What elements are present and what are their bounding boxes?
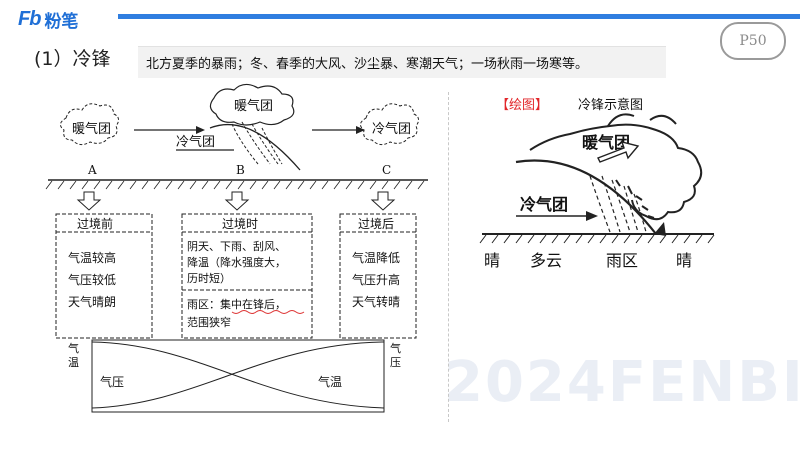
box-before-line-1: 气温较高: [68, 250, 116, 265]
rain-lines-b: [231, 121, 283, 165]
box-during: [181, 213, 313, 339]
down-arrow-c: [370, 191, 396, 211]
label-clear-right: 晴: [676, 251, 692, 270]
down-arrow-a: [76, 191, 102, 211]
draw-tag: 【绘图】: [496, 98, 549, 113]
graph-right-axis-2: 压: [390, 356, 401, 369]
box-before-line-3: 天气晴朗: [68, 294, 116, 309]
down-arrow-b: [224, 191, 250, 211]
description-box: 北方夏季的暴雨；冬、春季的大风、沙尘暴、寒潮天气；一场秋雨一场寒等。: [138, 46, 666, 78]
vertical-divider: [448, 92, 449, 422]
warm-air-label-b: 暖气团: [234, 98, 273, 114]
fenbi-logo: Fb 粉笔: [18, 7, 79, 32]
cold-front-schematic: 暖气团 冷气团 晴 多云 雨区 晴: [479, 113, 715, 270]
cloud-c: [360, 103, 420, 146]
header-bar: [118, 14, 800, 19]
box-during-title: 过境时: [222, 216, 258, 231]
box-during-line-1: 阴天、下雨、刮风、: [187, 239, 286, 253]
warm-cloud-outline: [529, 123, 703, 221]
box-before: [55, 213, 153, 339]
pressure-curve: [91, 341, 385, 409]
ground-hatch-left: [45, 180, 425, 190]
watermark: 2024FENBI: [444, 350, 800, 415]
right-caption: 冷锋示意图: [578, 98, 644, 113]
warm-air-arrow: [597, 141, 640, 163]
cloud-a: [60, 103, 120, 146]
graph-left-axis-2: 温: [68, 356, 79, 369]
box-before-line-2: 气压较低: [68, 272, 116, 287]
box-during-line-2: 降温（降水强度大，: [187, 255, 286, 269]
cold-air-label: 冷气团: [520, 195, 568, 214]
graph-left-axis-1: 气: [68, 341, 79, 355]
label-rain-area: 雨区: [606, 251, 638, 270]
cold-air-arrow-head: [586, 211, 598, 221]
warm-cloud-tufts: [607, 113, 677, 127]
arrow-a-b-head: [196, 126, 205, 134]
label-clear-left: 晴: [484, 251, 500, 270]
cold-front-symbol: [654, 222, 666, 236]
stage-b: B: [236, 163, 245, 177]
cold-front-transit-diagram: 暖气团 暖气团 冷气团 冷气团 A B C 过境前 气温较高 气压较低 天气晴朗…: [45, 83, 428, 413]
stage-c: C: [382, 163, 391, 177]
warm-air-label-a: 暖气团: [72, 121, 111, 137]
box-during-line-4: 雨区：集中在锋后，: [187, 297, 286, 311]
underline-wave: [231, 310, 305, 314]
graph-frame: [91, 339, 385, 413]
logo-brand: 粉笔: [44, 11, 79, 32]
box-after-line-3: 天气转晴: [352, 294, 400, 309]
graph-temperature-label: 气温: [318, 374, 342, 389]
box-during-line-5: 范围狭窄: [187, 315, 231, 329]
label-cloudy: 多云: [530, 251, 562, 270]
warm-air-label: 暖气团: [582, 133, 630, 152]
box-after: [339, 213, 417, 339]
graph-pressure-label: 气压: [100, 374, 124, 389]
description-text: 北方夏季的暴雨；冬、春季的大风、沙尘暴、寒潮天气；一场秋雨一场寒等。: [146, 57, 589, 72]
box-during-line-3: 历时短）: [187, 271, 231, 285]
page-number-badge: P50: [720, 22, 786, 60]
arrow-b-c-head: [356, 126, 365, 134]
box-after-line-2: 气压升高: [352, 272, 400, 287]
box-after-line-1: 气温降低: [352, 250, 400, 265]
cold-air-label-c: 冷气团: [372, 121, 411, 137]
cloud-b-top: [209, 83, 295, 126]
cold-air-label-b: 冷气团: [176, 134, 215, 150]
logo-mark: Fb: [18, 7, 41, 30]
ground-hatch-right: [479, 234, 715, 244]
box-before-title: 过境前: [77, 216, 113, 231]
box-after-title: 过境后: [358, 216, 394, 231]
front-ticks: [615, 179, 655, 219]
section-title: (1）冷锋: [34, 48, 111, 70]
front-surface-b: [209, 123, 301, 171]
stage-a: A: [87, 163, 97, 177]
graph-right-axis-1: 气: [390, 341, 401, 355]
front-surface: [515, 159, 657, 235]
